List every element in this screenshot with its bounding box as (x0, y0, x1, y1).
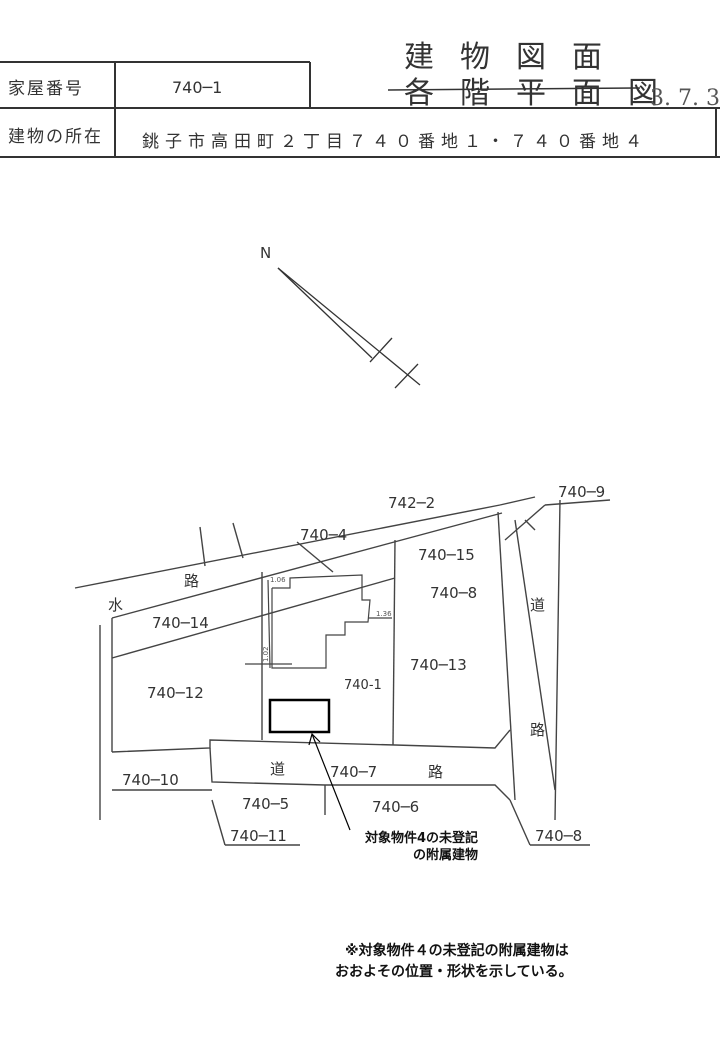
north-label: N (260, 244, 271, 262)
dim-1: 1.06 (270, 576, 286, 584)
dim-3: 1.36 (376, 610, 392, 618)
road-do-right: 道 (530, 596, 545, 614)
location-label: 建物の所在 (8, 127, 103, 147)
footnote-line2: おおよその位置・形状を示している。 (335, 964, 573, 980)
annex-leader-arrow (308, 732, 351, 831)
parcel-740-10: 740─10 (122, 771, 179, 789)
building-footprint (245, 574, 392, 669)
parcel-740-8a: 740─8 (430, 584, 477, 602)
annex-annotation-line2: の附属建物 (412, 848, 478, 863)
parcel-740-5: 740─5 (242, 795, 289, 813)
doc-title-line1: 建物図面 (404, 40, 628, 75)
road-water: 水 (108, 596, 123, 614)
parcel-740-9: 740─9 (558, 483, 605, 501)
parcel-740-1: 740-1 (344, 678, 382, 693)
parcel-740-12: 740─12 (147, 684, 204, 702)
annex-building-box (268, 698, 331, 734)
road-ro-right: 路 (530, 721, 545, 739)
parcel-740-6: 740─6 (372, 798, 419, 816)
parcel-740-15: 740─15 (418, 546, 475, 564)
house-number-value: 740─1 (172, 78, 223, 97)
parcel-lines (74, 496, 611, 846)
annex-annotation: 対象物件4の未登記 の附属建物 (338, 830, 478, 864)
date-fragment: 3. 7. 3 (650, 86, 720, 111)
dim-2: 1.02 (262, 646, 270, 662)
doc-title-line2: 各階平面図 (404, 76, 684, 111)
info-table (0, 61, 720, 158)
annex-annotation-line1: 対象物件4の未登記 (364, 831, 478, 846)
parcel-740-14: 740─14 (152, 614, 209, 632)
parcel-740-11: 740─11 (230, 827, 287, 845)
road-ro-lower: 路 (428, 763, 443, 781)
north-arrow (277, 267, 421, 389)
parcel-740-7: 740─7 (330, 763, 377, 781)
house-number-label: 家屋番号 (8, 79, 84, 99)
road-do-lower: 道 (270, 760, 285, 778)
parcel-740-8b: 740─8 (535, 827, 582, 845)
parcel-742-2: 742─2 (388, 494, 435, 512)
parcel-740-4: 740─4 (300, 526, 347, 544)
parcel-740-13: 740─13 (410, 656, 467, 674)
road-ro-upper: 路 (184, 572, 199, 590)
footnote-line1: ※対象物件４の未登記の附属建物は (345, 943, 569, 959)
location-value: 銚子市高田町２丁目７４０番地１・７４０番地４ (142, 132, 648, 152)
